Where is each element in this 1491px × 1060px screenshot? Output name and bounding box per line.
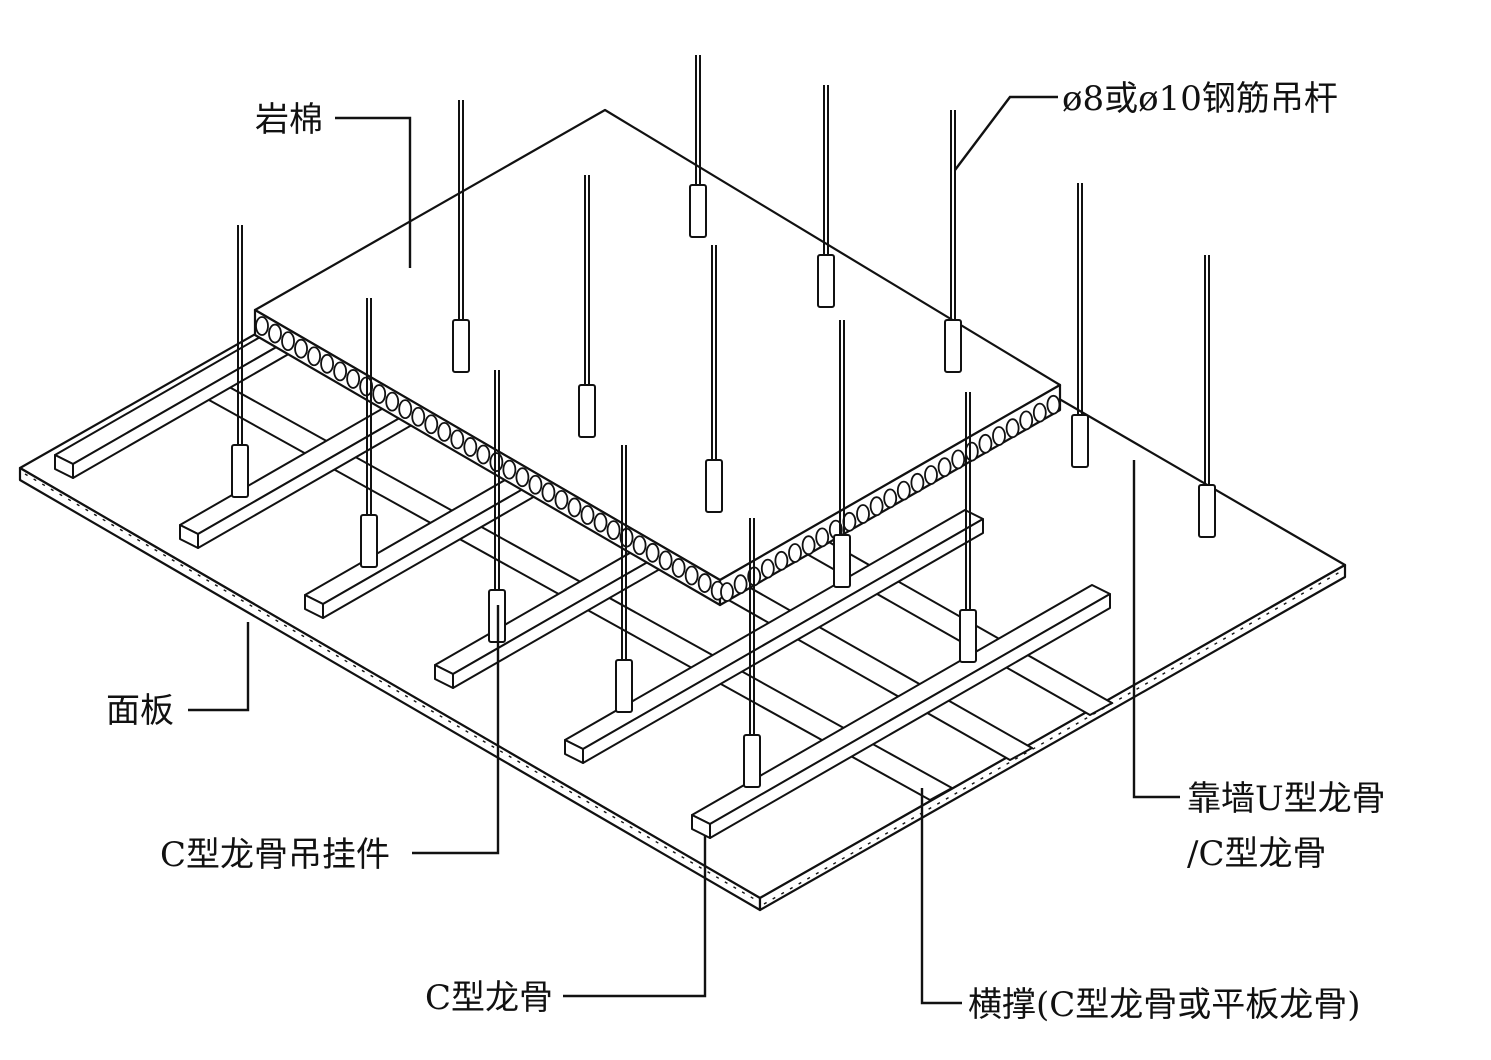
label-c-hanger: C型龙骨吊挂件 [160,835,390,875]
c-keel-hanger-10 [615,659,633,713]
c-keel-hanger-15 [1198,484,1216,538]
c-keel-side-6 [709,593,1111,839]
c-keel-hanger-2 [817,254,835,308]
rock-wool-slab [253,108,1062,607]
label-wall-u-line2: /C型龙骨 [1187,834,1326,874]
c-keel-hanger-1 [689,184,707,238]
c-keel-hanger-3 [944,319,962,373]
leader-c-hanger [412,605,500,855]
leader-cross-brace [920,788,962,1005]
steel-rods [231,55,1216,788]
c-keel-hanger-11 [743,734,761,788]
label-panel: 面板 [106,691,174,731]
c-keel-hanger-8 [360,514,378,568]
leader-panel [188,622,250,712]
c-keel-hanger-7 [231,444,249,498]
c-keel-hanger-4 [452,319,470,373]
c-keel-hanger-14 [1071,414,1089,468]
label-steel-rod: ø8或ø10钢筋吊杆 [1062,79,1338,119]
labels: 岩棉 ø8或ø10钢筋吊杆 面板 C型龙骨吊挂件 靠墙U型龙骨 /C型龙骨 C型… [106,79,1386,1025]
leader-lines [188,95,1180,1005]
leader-rock-wool [335,116,412,268]
leader-steel-rod [954,95,1058,171]
leader-wall-u [1132,460,1180,799]
c-keel-hanger-13 [959,609,977,663]
label-wall-u-line1: 靠墙U型龙骨 [1187,779,1386,819]
label-rock-wool: 岩棉 [255,100,323,140]
label-cross-brace: 横撑(C型龙骨或平板龙骨) [968,985,1361,1025]
c-keel-hanger-12 [833,534,851,588]
c-keel-side-5 [582,518,984,764]
label-c-keel: C型龙骨 [425,978,553,1018]
leader-c-keel [563,835,707,998]
c-keel-hanger-5 [578,384,596,438]
c-keel-hanger-6 [705,459,723,513]
